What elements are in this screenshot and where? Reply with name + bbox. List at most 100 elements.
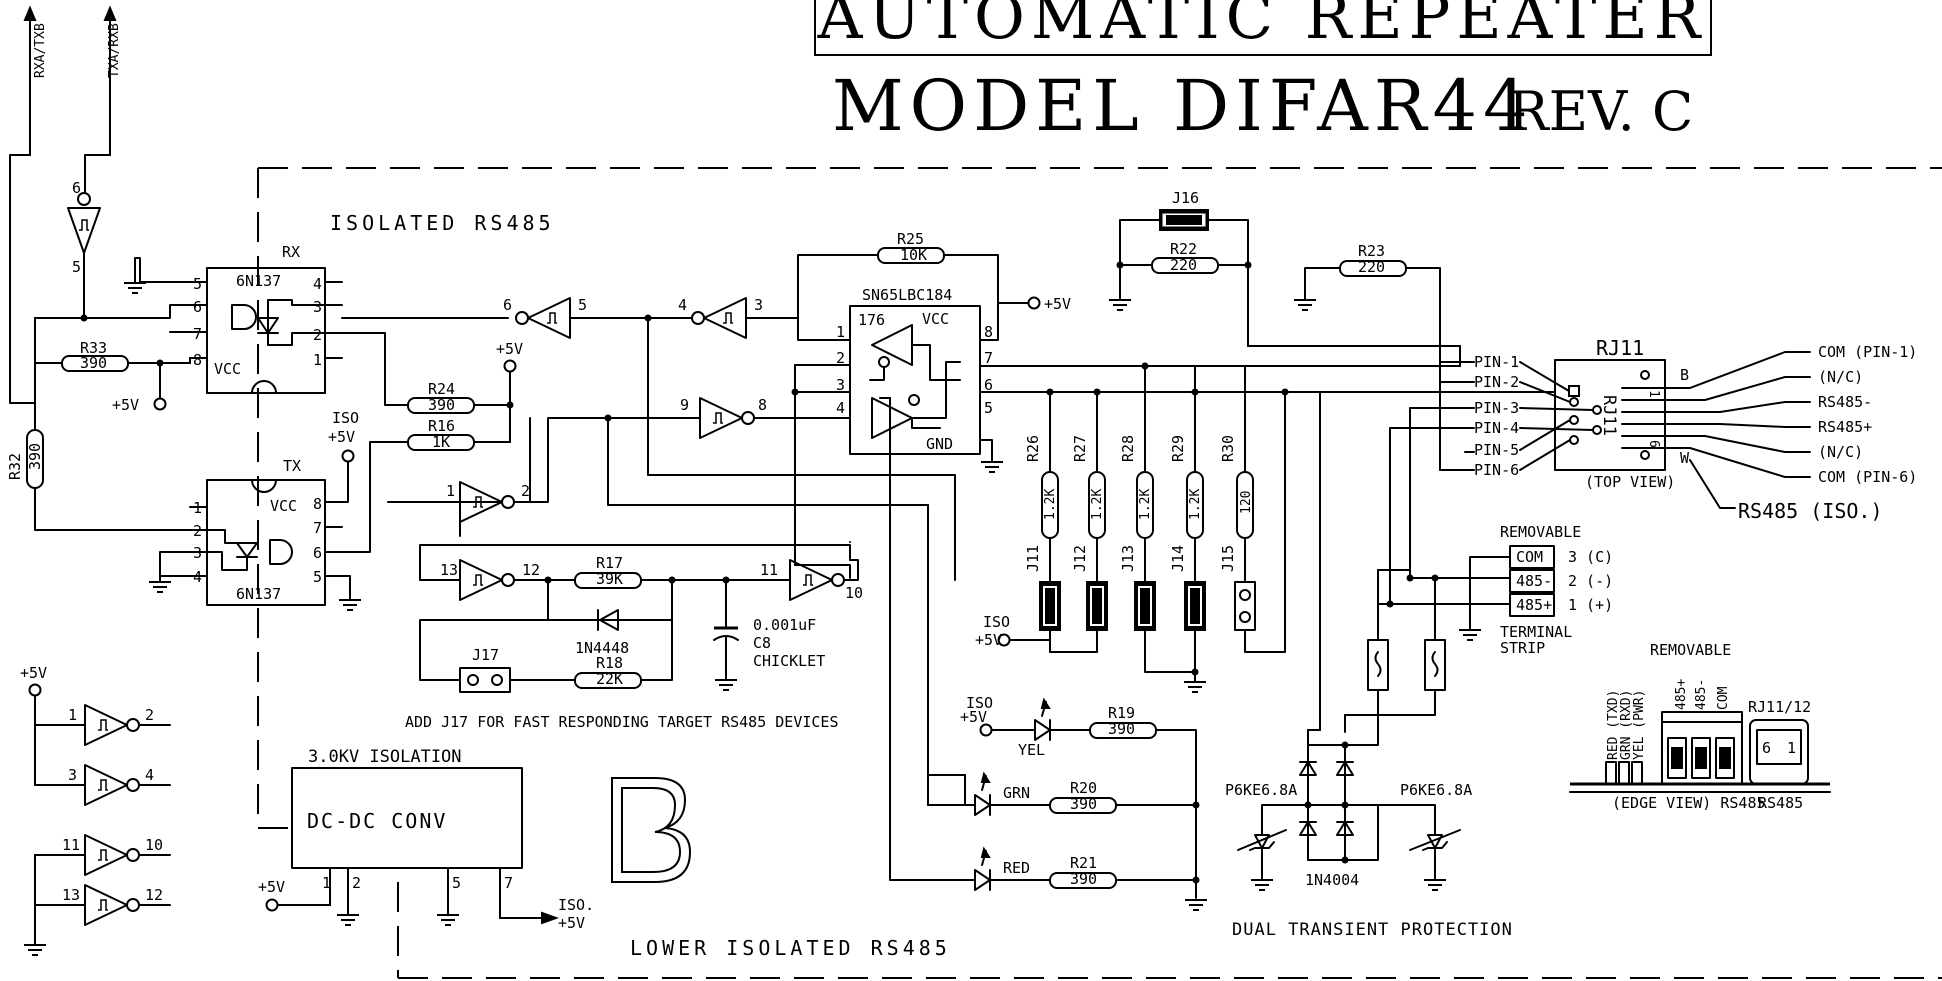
svg-text:3: 3 <box>313 298 322 316</box>
svg-text:R30: R30 <box>1219 435 1237 462</box>
svg-text:120: 120 <box>1239 491 1254 514</box>
svg-text:10: 10 <box>845 584 863 602</box>
svg-text:R17: R17 <box>596 554 623 572</box>
svg-text:8: 8 <box>193 351 202 369</box>
svg-text:4: 4 <box>678 296 687 314</box>
svg-text:J12: J12 <box>1071 545 1089 572</box>
transient-label: DUAL TRANSIENT PROTECTION <box>1232 920 1513 940</box>
isolated-rs485-label: ISOLATED RS485 <box>330 211 555 235</box>
title-block: AUTOMATIC REPEATER MODEL DIFAR44 REV. C <box>814 0 1712 147</box>
svg-text:YEL (PWR): YEL (PWR) <box>1632 690 1647 760</box>
svg-text:R18: R18 <box>596 654 623 672</box>
svg-text:(EDGE VIEW) RS485: (EDGE VIEW) RS485 <box>1612 794 1766 812</box>
optocoupler-tx: TX 6N137 VCC 1 2 3 4 8 7 6 5 <box>189 457 343 606</box>
svg-text:R23: R23 <box>1358 242 1385 260</box>
svg-text:1: 1 <box>446 482 455 500</box>
svg-text:TX: TX <box>283 457 301 475</box>
svg-text:12: 12 <box>522 561 540 579</box>
inverter-vertical: 6 5 <box>67 179 101 319</box>
svg-text:485-: 485- <box>1516 572 1552 590</box>
signal-txa-rxb: TXA/RXB <box>84 5 122 194</box>
svg-text:+5V: +5V <box>496 340 523 358</box>
svg-text:390: 390 <box>428 396 455 414</box>
svg-text:390: 390 <box>1108 720 1135 738</box>
svg-text:8: 8 <box>984 323 993 341</box>
svg-text:1: 1 <box>1646 390 1661 398</box>
board-letter-b: B <box>0 0 692 883</box>
svg-text:2: 2 <box>352 874 361 892</box>
rj11-right-4: RS485+ <box>1818 418 1872 436</box>
svg-text:R21: R21 <box>1070 854 1097 872</box>
svg-text:1N4004: 1N4004 <box>1305 871 1359 889</box>
rj11-pin-6: PIN-6 <box>1474 461 1519 479</box>
spare-inverters: +5V 1 2 3 4 11 10 13 12 <box>20 664 171 946</box>
svg-text:7: 7 <box>193 325 202 343</box>
svg-text:2: 2 <box>193 522 202 540</box>
svg-text:1K: 1K <box>432 433 450 451</box>
svg-text:VCC: VCC <box>214 360 241 378</box>
svg-text:5: 5 <box>193 275 202 293</box>
svg-text:REMOVABLE: REMOVABLE <box>1650 641 1731 659</box>
svg-text:J17: J17 <box>472 646 499 664</box>
svg-text:RED: RED <box>1003 859 1030 877</box>
resistor-R23: R23 220 <box>1304 242 1466 363</box>
svg-text:RX: RX <box>282 243 300 261</box>
svg-text:390: 390 <box>1070 870 1097 888</box>
rj11-pin-5: PIN-5 <box>1474 441 1519 459</box>
svg-text:B: B <box>1680 366 1689 384</box>
resistor-R22: R22 220 <box>1119 240 1249 274</box>
svg-text:220: 220 <box>1358 258 1385 276</box>
svg-text:RS485: RS485 <box>1758 794 1803 812</box>
svg-text:3.0KV ISOLATION: 3.0KV ISOLATION <box>308 747 462 767</box>
svg-text:1: 1 <box>313 351 322 369</box>
svg-text:COM: COM <box>1716 686 1731 710</box>
svg-text:10K: 10K <box>900 246 927 264</box>
svg-text:R16: R16 <box>428 417 455 435</box>
svg-text:CHICKLET: CHICKLET <box>753 652 825 670</box>
svg-text:2: 2 <box>313 326 322 344</box>
svg-text:1: 1 <box>322 874 331 892</box>
svg-text:TXA/RXB: TXA/RXB <box>107 23 122 78</box>
svg-text:R24: R24 <box>428 380 455 398</box>
svg-text:2: 2 <box>521 482 530 500</box>
svg-text:6: 6 <box>313 544 322 562</box>
svg-text:39K: 39K <box>596 570 623 588</box>
resistor-R33: R33 390 <box>34 339 191 372</box>
svg-text:5: 5 <box>984 399 993 417</box>
svg-text:COM: COM <box>1516 548 1543 566</box>
svg-text:R25: R25 <box>897 230 924 248</box>
resistor-R17: R17 39K <box>574 554 642 589</box>
svg-text:YEL: YEL <box>1018 741 1045 759</box>
rj11-right-5: (N/C) <box>1818 443 1863 461</box>
lower-isolated-label: LOWER ISOLATED RS485 <box>630 936 951 960</box>
svg-text:P6KE6.8A: P6KE6.8A <box>1400 781 1472 799</box>
led-yel: ISO +5V YEL R19 390 <box>960 694 1197 899</box>
svg-text:6: 6 <box>503 296 512 314</box>
svg-text:11: 11 <box>760 561 778 579</box>
svg-text:1.2K: 1.2K <box>1138 489 1153 520</box>
svg-text:P6KE6.8A: P6KE6.8A <box>1225 781 1297 799</box>
svg-text:6: 6 <box>72 179 81 197</box>
svg-text:ISO.: ISO. <box>558 896 594 914</box>
svg-text:RJ11/12: RJ11/12 <box>1748 698 1811 716</box>
svg-text:7: 7 <box>313 519 322 537</box>
svg-text:485-: 485- <box>1694 679 1709 710</box>
svg-text:B: B <box>0 0 1 1</box>
svg-text:5: 5 <box>72 258 81 276</box>
svg-text:4: 4 <box>313 275 322 293</box>
diode-1N4448: 1N4448 <box>547 579 673 657</box>
optocoupler-rx: RX 6N137 VCC 5 6 7 8 4 3 2 1 <box>189 243 343 394</box>
svg-text:11: 11 <box>62 836 80 854</box>
model-title: MODEL DIFAR44 <box>832 65 1534 147</box>
svg-text:3: 3 <box>754 296 763 314</box>
svg-text:8: 8 <box>313 495 322 513</box>
svg-text:1N4448: 1N4448 <box>575 639 629 657</box>
svg-text:1.2K: 1.2K <box>1043 489 1058 520</box>
svg-text:TERMINAL: TERMINAL <box>1500 623 1572 641</box>
svg-text:+5V: +5V <box>960 708 987 726</box>
svg-text:6N137: 6N137 <box>236 272 281 290</box>
svg-text:RXA/TXB: RXA/TXB <box>33 23 48 78</box>
led-grn: GRN R20 390 <box>927 771 1197 816</box>
svg-text:R19: R19 <box>1108 704 1135 722</box>
svg-text:R32: R32 <box>6 453 24 480</box>
